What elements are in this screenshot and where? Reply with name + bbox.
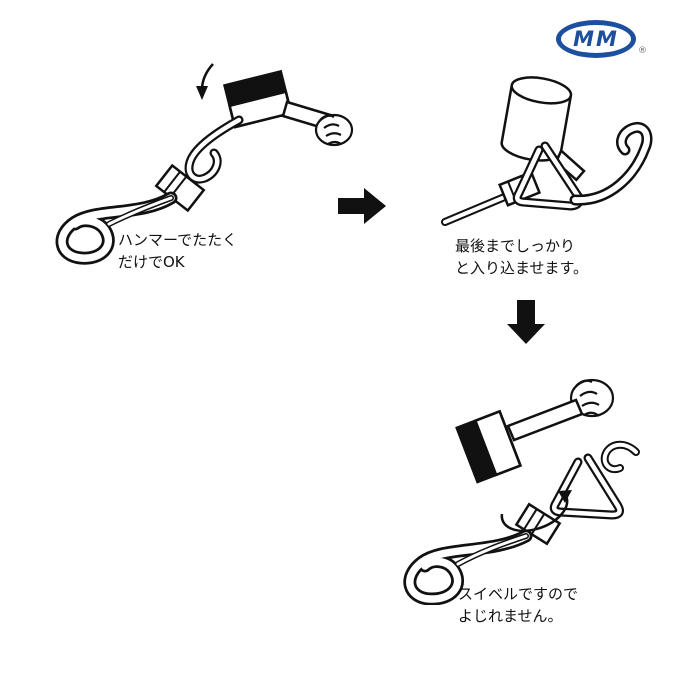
hook-end-icon xyxy=(569,121,653,206)
swivel-collar-icon xyxy=(154,163,206,213)
swivel-shaft-icon xyxy=(441,192,511,226)
step2-caption-line1: 最後までしっかり xyxy=(455,237,576,255)
fork-wire-icon xyxy=(600,440,640,474)
step3-illustration xyxy=(403,378,640,605)
step2-caption: 最後までしっかり と入り込ませます。 xyxy=(455,236,588,280)
triangle-eye-icon xyxy=(549,453,624,520)
swivel-collar-icon xyxy=(498,170,542,207)
step3-caption: スイベルですので よじれません。 xyxy=(458,584,578,628)
hammer-icon xyxy=(222,69,349,136)
mm-logo: MM ® xyxy=(556,20,647,58)
swivel-collar-icon xyxy=(514,502,562,546)
swivel-rotation-arrow-icon xyxy=(500,490,572,533)
step1-caption: ハンマーでたたく だけでOK xyxy=(118,230,237,274)
step3-caption-line2: よじれません。 xyxy=(458,606,563,625)
triangle-eye-wire-icon xyxy=(184,115,244,184)
hand-icon xyxy=(569,378,615,418)
hit-motion-arrow-icon xyxy=(196,63,214,100)
step2-illustration xyxy=(441,76,653,226)
step-arrow-down-icon xyxy=(507,300,545,344)
hand-icon xyxy=(314,113,354,147)
step1-caption-line2: だけでOK xyxy=(118,252,185,271)
step2-caption-line2: と入り込ませます。 xyxy=(455,258,589,277)
step-arrow-right-icon xyxy=(338,188,386,224)
mm-logo-text: MM xyxy=(573,27,619,51)
hammer-icon xyxy=(455,398,584,484)
triangle-eye-icon xyxy=(512,141,584,211)
step3-caption-line1: スイベルですので xyxy=(458,585,579,603)
step1-caption-line1: ハンマーでたたく xyxy=(118,231,238,249)
registered-trademark-symbol: ® xyxy=(638,46,647,56)
mm-logo-oval: MM xyxy=(556,20,636,58)
mallet-icon xyxy=(500,76,586,182)
